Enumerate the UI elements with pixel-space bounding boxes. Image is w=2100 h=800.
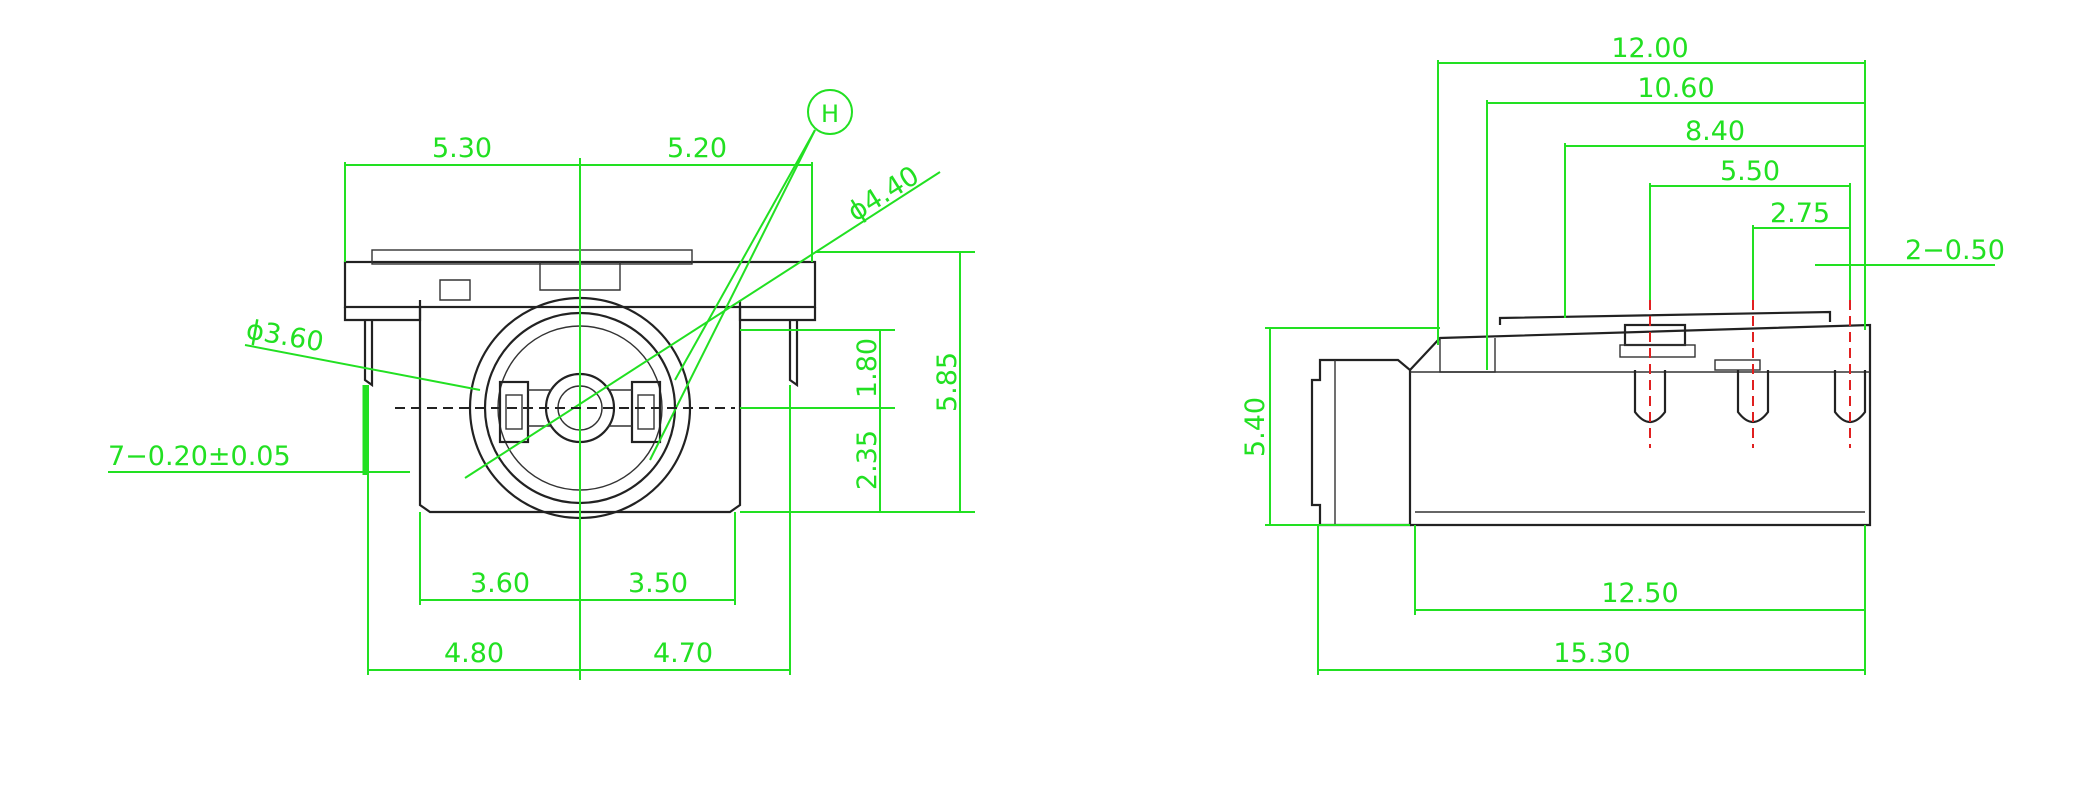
- dim-top-left-width: 5.30: [432, 133, 492, 164]
- dim-pin-spec-side: 2−0.50: [1905, 235, 2005, 266]
- dim-left-hole-diameter: ϕ3.60: [244, 314, 326, 358]
- side-view-outline: [1310, 310, 1872, 527]
- dim-12-00: 12.00: [1611, 33, 1688, 64]
- dim-top-right-width: 5.20: [667, 133, 727, 164]
- side-view-center-lines: [1649, 300, 1851, 448]
- side-view-dimensions: [1265, 60, 1995, 675]
- hole-label: H: [821, 100, 839, 128]
- dim-pin-spec: 7−0.20±0.05: [108, 441, 291, 472]
- dim-center-height: 1.80: [852, 338, 883, 398]
- side-view-labels: 12.00 10.60 8.40 5.50 2.75 2−0.50 5.40 1…: [1240, 33, 2005, 669]
- dim-bottom-left-outer: 4.80: [444, 638, 504, 669]
- dim-5-50: 5.50: [1720, 156, 1780, 187]
- dim-10-60: 10.60: [1637, 73, 1714, 104]
- front-view: 5.30 5.20 H ϕ4.40 ϕ3.60 7−0.20±0.05 1.80…: [108, 89, 975, 680]
- front-view-dimensions: [108, 89, 975, 680]
- dim-2-75: 2.75: [1770, 198, 1830, 229]
- dim-hole-diameter: ϕ4.40: [842, 160, 925, 228]
- dim-body-height: 5.40: [1240, 397, 1271, 457]
- dim-8-40: 8.40: [1685, 116, 1745, 147]
- dim-body-length: 12.50: [1601, 578, 1678, 609]
- dim-overall-height: 5.85: [932, 352, 963, 412]
- dim-overall-length: 15.30: [1553, 638, 1630, 669]
- dim-bottom-left-inner: 3.60: [470, 568, 530, 599]
- dim-bottom-right-inner: 3.50: [628, 568, 688, 599]
- dim-bottom-right-outer: 4.70: [653, 638, 713, 669]
- front-view-labels: 5.30 5.20 H ϕ4.40 ϕ3.60 7−0.20±0.05 1.80…: [108, 100, 963, 669]
- side-view: 12.00 10.60 8.40 5.50 2.75 2−0.50 5.40 1…: [1240, 33, 2005, 675]
- dim-lower-height: 2.35: [852, 430, 883, 490]
